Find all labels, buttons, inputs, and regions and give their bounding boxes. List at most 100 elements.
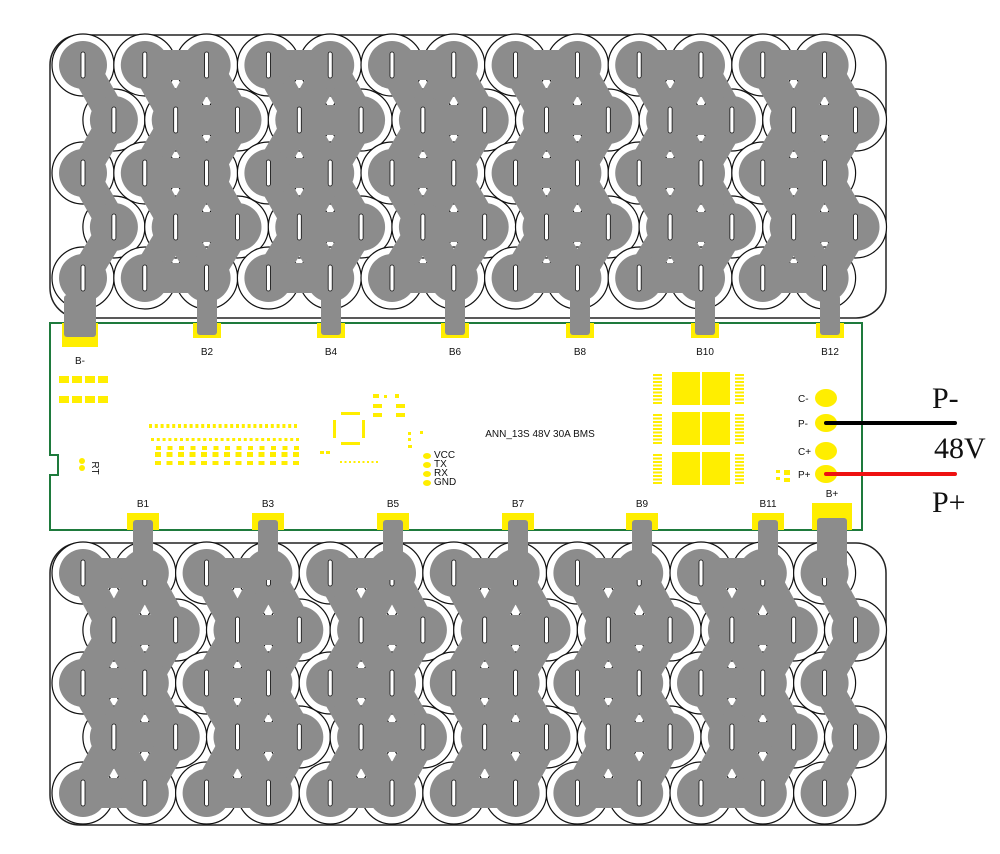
smd-pad [408, 438, 411, 441]
smd-pad [209, 438, 212, 441]
smd-pad [653, 464, 662, 467]
weld-slot [667, 723, 673, 751]
smd-pad [735, 417, 744, 420]
pad-c-plus-label: C+ [798, 447, 811, 458]
weld-slot [358, 723, 364, 751]
smd-pad [735, 384, 744, 387]
smd-pad [776, 477, 780, 480]
smd-pad [259, 424, 263, 428]
weld-slot [296, 723, 302, 751]
smd-pad [735, 478, 744, 481]
smd-pad [735, 442, 744, 444]
smd-pad [735, 402, 744, 404]
bottom-cell-pack [49, 541, 888, 826]
uart-gnd: GND [434, 477, 456, 488]
weld-slot [575, 51, 580, 79]
weld-slot [575, 264, 580, 292]
smd-pad [735, 461, 744, 463]
smd-pad [224, 461, 230, 465]
weld-slot [544, 723, 549, 751]
pad-c-plus[interactable] [815, 442, 837, 460]
weld-slot [235, 106, 240, 134]
smd-pad [85, 376, 95, 383]
smd-pad [653, 468, 662, 470]
weld-slot [760, 779, 766, 807]
top-tab-label: B12 [821, 347, 839, 358]
smd-pad [197, 438, 201, 441]
strip-tab [508, 520, 528, 580]
weld-slot [389, 264, 395, 292]
weld-slot [204, 779, 210, 807]
smd-pad [371, 461, 374, 463]
smd-pad [653, 384, 662, 387]
smd-pad [179, 446, 184, 450]
weld-slot [760, 159, 766, 187]
smd-pad [247, 452, 253, 457]
weld-slot [729, 213, 735, 241]
weld-slot [544, 616, 549, 644]
smd-pad [653, 417, 662, 420]
pad-c-minus[interactable] [815, 389, 837, 407]
smd-pad [168, 438, 172, 441]
smd-pad [373, 394, 379, 398]
smd-pad [395, 394, 399, 398]
top-tab-label: B2 [201, 347, 214, 358]
weld-slot [513, 264, 518, 292]
weld-slot [482, 106, 488, 134]
weld-slot [265, 51, 271, 79]
smd-pad [373, 404, 382, 408]
bottom-tab-label: B9 [636, 499, 649, 510]
smd-pad [367, 461, 369, 463]
strip-tab [758, 520, 778, 580]
smd-pad [653, 424, 662, 427]
weld-slot [142, 51, 148, 79]
mosfet [702, 372, 730, 405]
weld-slot [544, 106, 549, 134]
output-wires: P- 48V P+ [824, 382, 986, 519]
smd-pad [258, 461, 265, 465]
smd-pad [59, 396, 69, 403]
smd-pad [735, 471, 744, 474]
uart-vcc: VCC [434, 450, 455, 461]
smd-pad [212, 461, 219, 465]
pad-p-minus-label: P- [798, 419, 808, 430]
smd-pad [155, 452, 161, 457]
weld-slot [204, 669, 210, 697]
weld-slot [80, 159, 86, 187]
smd-pad [408, 445, 412, 448]
weld-slot [729, 106, 735, 134]
smd-pad [653, 471, 662, 474]
weld-slot [822, 51, 827, 79]
smd-pad [735, 454, 744, 456]
weld-slot [760, 51, 766, 79]
weld-slot [853, 213, 858, 241]
smd-pad [281, 452, 288, 457]
nickel-strip [120, 41, 262, 302]
smd-pad [344, 461, 347, 463]
smd-pad [191, 438, 195, 441]
weld-slot [636, 264, 642, 292]
weld-slot [420, 106, 426, 134]
uart-tx: TX [434, 459, 447, 470]
mosfet [672, 412, 700, 445]
smd-pad [207, 424, 210, 428]
smd-pad [776, 470, 780, 473]
smd-pad [224, 452, 230, 457]
output-negative-label: P- [932, 382, 959, 415]
weld-slot [173, 106, 179, 134]
smd-pad [247, 424, 251, 428]
smd-pad [653, 475, 662, 477]
weld-slot [791, 213, 797, 241]
weld-slot [389, 779, 395, 807]
weld-slot [80, 779, 86, 807]
smd-pad [202, 446, 207, 450]
mosfet [702, 452, 730, 485]
smd-pad [735, 475, 744, 477]
smd-pad [653, 402, 662, 404]
smd-pad [294, 424, 297, 428]
weld-slot [111, 213, 117, 241]
weld-slot [451, 779, 457, 807]
smd-pad [735, 377, 744, 380]
smd-pad [247, 461, 253, 465]
